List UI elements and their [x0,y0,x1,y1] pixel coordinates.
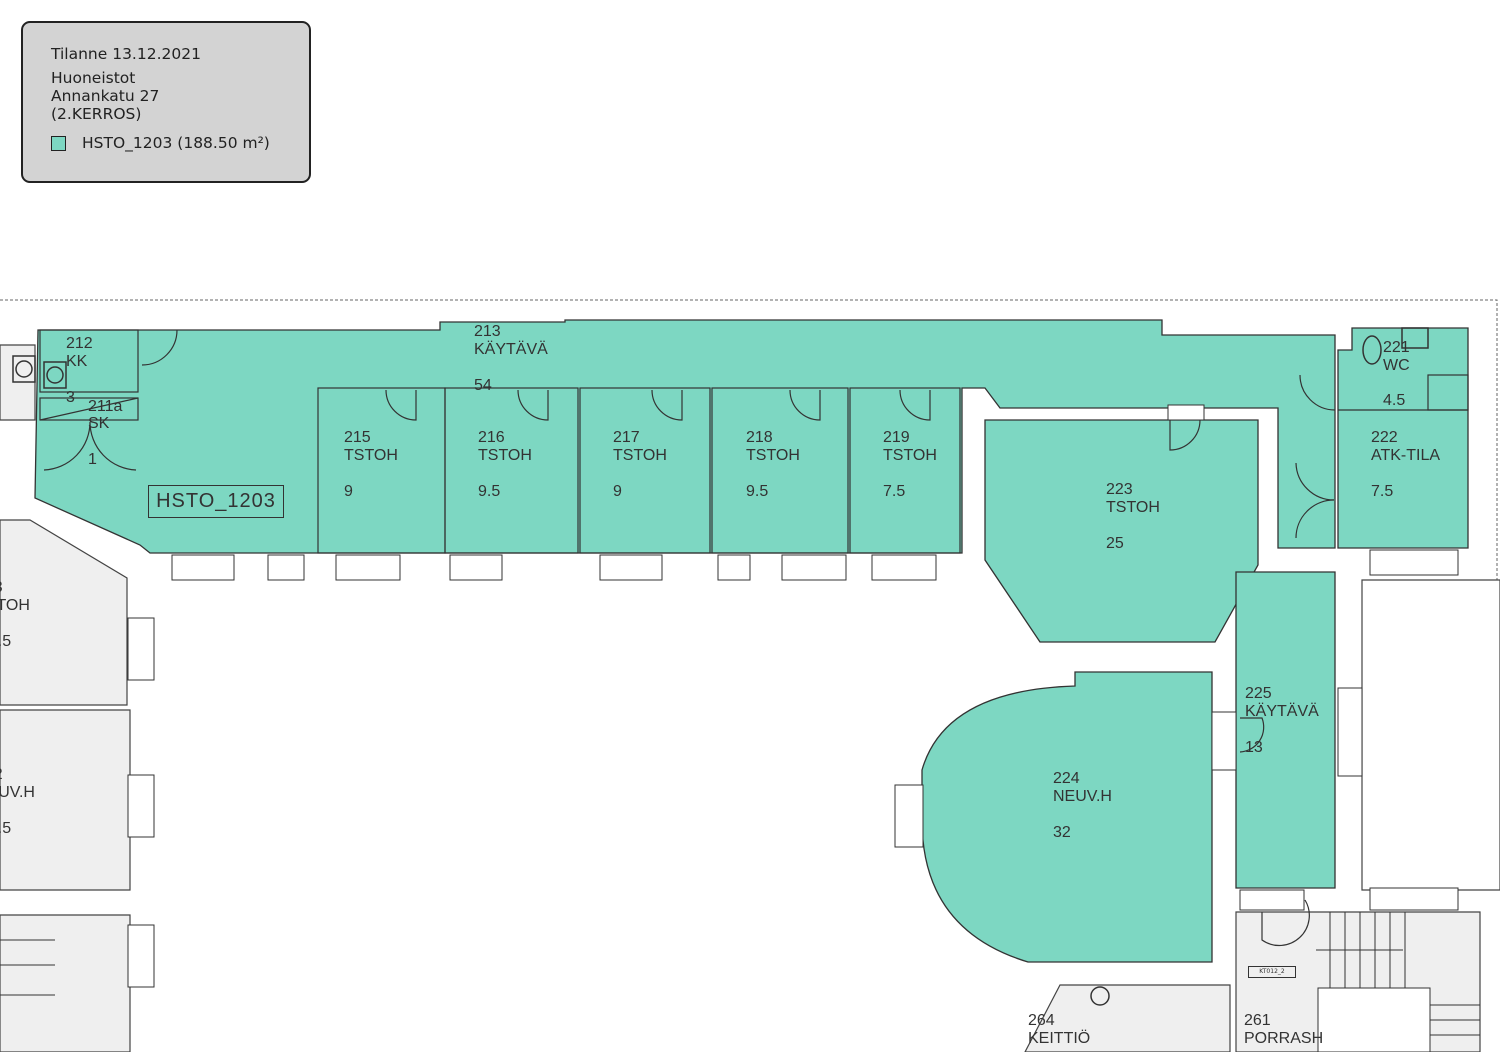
room-number: 224 [1053,770,1080,787]
room-dividers [39,329,1469,554]
room-area: 32 [1053,824,1071,841]
room-number: 218 [746,429,773,446]
room-number: 219 [883,429,910,446]
room-number: 215 [344,429,371,446]
room-name: TSTOH [344,447,398,464]
room-number: 213 [474,323,501,340]
unit-tag: HSTO_1203 [148,485,284,518]
room-number: 223 [1106,481,1133,498]
room-202-shape [0,709,131,891]
room-name: KÄYTÄVÄ [474,341,548,358]
room-area: 9 [344,483,353,500]
room-number: 264 [1028,1012,1055,1029]
room-name: TSTOH [478,447,532,464]
room-area: 54 [474,377,492,394]
legend-item: HSTO_1203 (188.50 m²) [51,134,309,152]
room-number: 216 [478,429,505,446]
room-name: WC [1383,357,1410,374]
door-swings [43,329,1336,947]
legend-item-label: HSTO_1203 (188.50 m²) [82,134,270,152]
room-number: 203 [0,579,3,597]
legend-swatch [51,135,66,151]
room-225-shape [1235,571,1336,889]
room-number: 202 [0,766,3,784]
room-area: 3 [66,389,75,406]
room-203-shape [0,519,128,706]
room-area: 17.5 [0,633,12,650]
room-area: 18.5 [0,820,12,837]
room-name: KEITTIÖ [1028,1030,1091,1047]
room-224-shape [921,671,1213,963]
room-223-shape [984,419,1259,643]
room-number: 212 [66,335,93,352]
stair-tag: KT012_2 [1248,966,1296,978]
room-name: ATK-TILA [1371,447,1441,464]
room-number: 222 [1371,429,1398,446]
room-area: 25 [1106,535,1124,552]
room-number: 211a [88,398,123,415]
legend-address: Annankatu 27 [51,87,160,105]
room-264-shape [1024,984,1231,1052]
room-number: 221 [1383,339,1410,356]
room-name: NEUV.H [0,784,35,801]
room-area: 1 [88,451,97,468]
room-number: 217 [613,429,640,446]
room-area: 9 [613,483,622,500]
room-name: TSTOH [883,447,937,464]
room-area: 7.5 [883,483,906,500]
stair-left-shape [0,914,131,1052]
room-name: KK [66,353,88,370]
room-area: 9.5 [478,483,501,500]
room-name: TSTOH [746,447,800,464]
room-name: NEUV.H [1053,788,1112,805]
room-name: PORRASH [1244,1030,1324,1047]
room-name: TSTOH [1106,499,1160,516]
room-right-shape [1361,579,1500,891]
fixtures [12,327,1429,1006]
room-number: 225 [1245,685,1272,702]
legend-floor: (2.KERROS) [51,105,142,123]
windows [127,404,1459,988]
room-221-222-shape [1337,327,1469,549]
room-name: SK [88,415,110,432]
room-name: TSTOH [0,597,30,614]
room-area: 9.5 [746,483,769,500]
legend-date: Tilanne 13.12.2021 [51,45,201,63]
building-outline [0,299,1498,580]
room-name: KÄYTÄVÄ [1245,703,1319,720]
legend-category: Huoneistot [51,69,136,87]
room-number: 261 [1244,1012,1271,1029]
room-area: 4.5 [1383,392,1406,409]
legend-panel: Tilanne 13.12.2021 Huoneistot Annankatu … [21,21,311,183]
room-area: 7.5 [1371,483,1394,500]
room-name: TSTOH [613,447,667,464]
room-area: 13 [1245,739,1263,756]
stairs [0,912,1480,1036]
stairwell-void [1317,987,1431,1052]
room-213-shape [34,319,1336,554]
